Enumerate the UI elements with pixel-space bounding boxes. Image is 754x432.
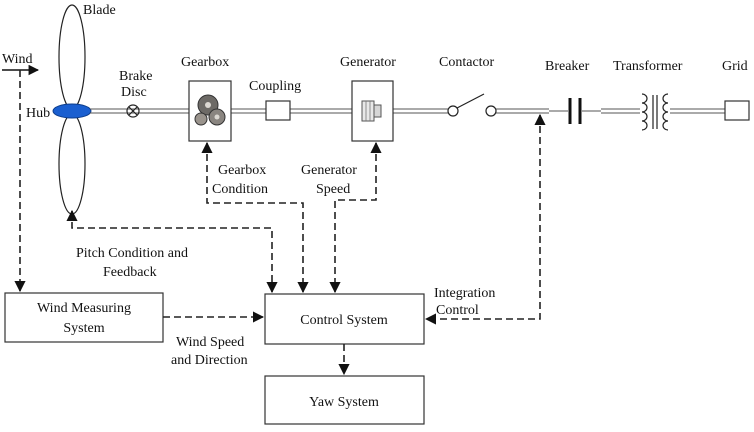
generator-box	[351, 80, 394, 142]
upper-blade	[58, 4, 86, 110]
yaw-system-label: Yaw System	[309, 395, 379, 410]
generator-speed-label-1: Generator	[301, 163, 357, 178]
coupling-label: Coupling	[249, 79, 301, 94]
integration-label-1: Integration	[434, 286, 495, 301]
brake-label-2: Disc	[121, 85, 147, 100]
pitch-label-1: Pitch Condition and	[76, 246, 188, 261]
gearbox-condition-label-2: Condition	[212, 182, 268, 197]
wind-label: Wind	[2, 52, 33, 67]
wind-speed-label-2: and Direction	[171, 353, 248, 368]
wind-speed-label-1: Wind Speed	[176, 335, 244, 350]
integration-control-arrow	[424, 113, 546, 325]
gearbox-label: Gearbox	[181, 55, 229, 70]
transformer-icon	[641, 93, 669, 131]
drive-shaft	[90, 108, 725, 114]
wind-measuring-system-box	[4, 292, 164, 343]
hub-label: Hub	[26, 106, 50, 121]
gearbox-icon	[194, 94, 226, 126]
brake-label-1: Brake	[119, 69, 152, 84]
breaker-icon	[568, 98, 582, 124]
grid-box	[724, 100, 750, 121]
control-system-box	[264, 293, 425, 345]
generator-icon	[361, 100, 382, 122]
gearbox-condition-arrow	[201, 141, 309, 294]
blade-label: Blade	[83, 3, 116, 18]
grid-label: Grid	[722, 59, 748, 74]
contactor-label: Contactor	[439, 55, 495, 70]
control-system-label: Control System	[300, 313, 388, 328]
contactor-icon	[447, 93, 497, 117]
brake-disc-icon	[126, 104, 140, 118]
wind-measuring-label-2: System	[63, 321, 104, 336]
coupling-box	[265, 100, 291, 121]
integration-label-2: Control	[436, 303, 479, 318]
generator-speed-label-2: Speed	[316, 182, 350, 197]
generator-speed-arrow	[329, 141, 382, 294]
gearbox-condition-label-1: Gearbox	[218, 163, 266, 178]
wind-measuring-label-1: Wind Measuring	[37, 301, 131, 316]
generator-label: Generator	[340, 55, 396, 70]
yaw-system-box	[264, 375, 425, 425]
pitch-label-2: Feedback	[103, 265, 157, 280]
rotor	[52, 4, 92, 215]
transformer-label: Transformer	[613, 59, 683, 74]
hub-shape	[52, 103, 92, 119]
breaker-label: Breaker	[545, 59, 590, 74]
lower-blade	[58, 113, 86, 215]
